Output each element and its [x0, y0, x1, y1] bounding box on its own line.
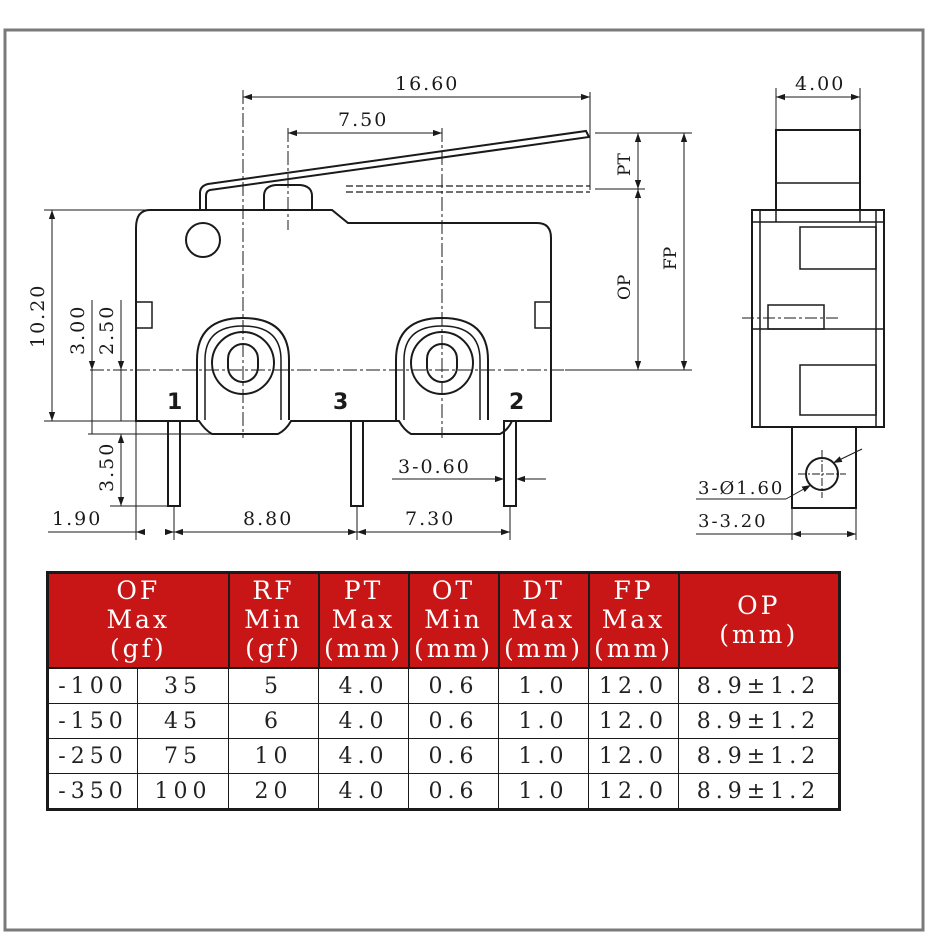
header-op: OP (mm): [677, 571, 841, 669]
cell-rf: 10: [228, 738, 320, 774]
cell-op: 8.9±1.2: [678, 773, 841, 810]
terminal-pin-2: [503, 420, 517, 507]
dim-actuator-position: 7.50: [338, 109, 388, 131]
side-view: 4.00 3-Ø1.60 3-3.20: [696, 73, 885, 540]
cell-of: -250: [47, 738, 138, 774]
dim-pitch-1-3: 8.80: [243, 508, 293, 530]
table-row: -350 100 20 4.0 0.6 1.0 12.0 8.9±1.2: [47, 773, 841, 810]
cell-rf: 5: [228, 667, 320, 704]
dim-fp: FP: [661, 247, 681, 270]
cell-dt: 1.0: [498, 738, 590, 774]
cell-op: 8.9±1.2: [678, 703, 841, 739]
header-ot: OT Min (mm): [407, 571, 500, 669]
terminal-label-1: 1: [167, 390, 182, 415]
cell-fp: 12.0: [588, 667, 680, 704]
cell-fp: 12.0: [588, 703, 680, 739]
notch-left: [135, 301, 153, 329]
front-view: 1 3 2 16.60 7.50 PT OP FP 10.20 3.00 2.5…: [27, 73, 692, 540]
header-rf: RF Min (gf): [227, 571, 320, 669]
cell-pt: 4.0: [318, 738, 410, 774]
cell-ot: 0.6: [408, 738, 500, 774]
cell-ot: 0.6: [408, 703, 500, 739]
dim-2-50: 2.50: [96, 305, 118, 355]
terminal-label-2: 2: [509, 390, 524, 415]
cell-pt: 4.0: [318, 667, 410, 704]
table-row: -250 75 10 4.0 0.6 1.0 12.0 8.9±1.2: [47, 738, 841, 774]
lever: [199, 129, 591, 210]
cell-dt: 1.0: [498, 667, 590, 704]
cell-pt: 4.0: [318, 773, 410, 810]
side-terminal: [791, 427, 857, 509]
dim-side-width: 4.00: [795, 73, 845, 95]
cell-fp: 12.0: [588, 773, 680, 810]
dim-top-width: 16.60: [395, 73, 459, 95]
cell-op: 8.9±1.2: [678, 667, 841, 704]
header-fp: FP Max (mm): [587, 571, 680, 669]
notch-right: [534, 301, 552, 329]
mounting-hole: [185, 222, 221, 258]
header-dt: DT Max (mm): [497, 571, 590, 669]
dim-pt: PT: [615, 153, 635, 176]
dim-hole-diameter: 3-Ø1.60: [698, 478, 784, 499]
cell-rf: 6: [228, 703, 320, 739]
cell-of: -100: [47, 667, 138, 704]
header-of: OF Max (gf): [46, 571, 230, 669]
cell-of-value: 100: [136, 773, 230, 810]
dim-pin-width: 3-0.60: [398, 456, 471, 478]
cell-fp: 12.0: [588, 738, 680, 774]
cell-dt: 1.0: [498, 703, 590, 739]
cell-of: -350: [47, 773, 138, 810]
dim-pin-length: 3.50: [96, 442, 118, 492]
cell-ot: 0.6: [408, 773, 500, 810]
terminal-pin-3: [350, 420, 364, 507]
cell-ot: 0.6: [408, 667, 500, 704]
table-row: -100 35 5 4.0 0.6 1.0 12.0 8.9±1.2: [47, 667, 841, 704]
spec-header-row: OF Max (gf) RF Min (gf) PT Max (mm) OT M…: [46, 571, 841, 669]
header-pt: PT Max (mm): [317, 571, 410, 669]
cell-of-value: 45: [136, 703, 230, 739]
table-row: -150 45 6 4.0 0.6 1.0 12.0 8.9±1.2: [47, 703, 841, 739]
cell-of-value: 35: [136, 667, 230, 704]
dim-terminal-width: 3-3.20: [698, 511, 768, 532]
terminal-label-3: 3: [333, 390, 348, 415]
dim-3-00: 3.00: [67, 305, 89, 355]
dim-left-offset: 1.90: [52, 508, 102, 530]
dim-height: 10.20: [27, 284, 49, 348]
cell-dt: 1.0: [498, 773, 590, 810]
cell-rf: 20: [228, 773, 320, 810]
cell-of: -150: [47, 703, 138, 739]
cell-pt: 4.0: [318, 703, 410, 739]
cell-op: 8.9±1.2: [678, 738, 841, 774]
dim-pitch-3-2: 7.30: [405, 508, 455, 530]
cell-of-value: 75: [136, 738, 230, 774]
dim-op: OP: [615, 275, 635, 300]
spec-table: OF Max (gf) RF Min (gf) PT Max (mm) OT M…: [46, 571, 842, 811]
